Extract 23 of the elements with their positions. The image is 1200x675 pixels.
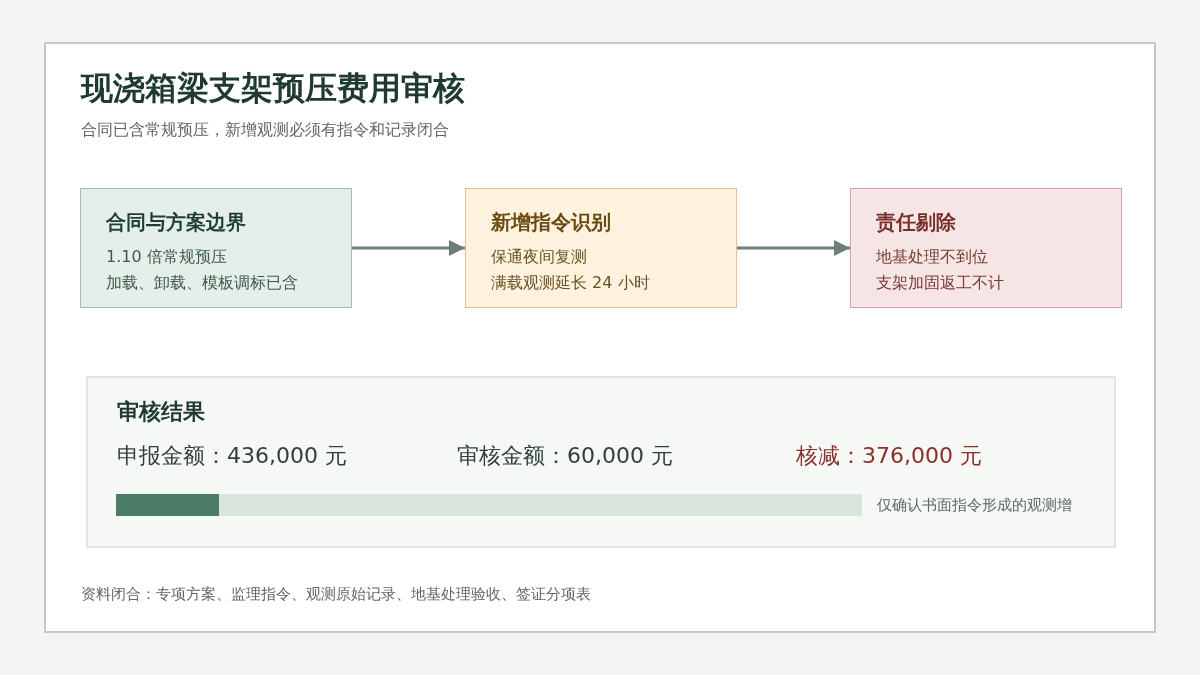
amount-text: 审核金额：60,000 元 [457,442,673,470]
footer-note: 资料闭合：专项方案、监理指令、观测原始记录、地基处理验收、签证分项表 [81,584,591,605]
process-box [850,188,1122,308]
box-heading: 责任剔除 [876,209,956,236]
amount-text: 核减：376,000 元 [796,442,982,470]
arrow [352,239,465,257]
process-box [465,188,737,308]
box-text: 保通夜间复测 [491,246,587,268]
result-panel [86,376,1116,548]
box-text: 地基处理不到位 [876,246,988,268]
box-text: 满载观测延长 24 小时 [491,272,650,294]
box-text: 1.10 倍常规预压 [106,246,227,268]
arrow [737,239,850,257]
box-heading: 合同与方案边界 [106,209,246,236]
box-text: 支架加固返工不计 [876,272,1004,294]
process-box [80,188,352,308]
subtitle: 合同已含常规预压，新增观测必须有指令和记录闭合 [81,119,449,141]
box-text: 加载、卸载、模板调标已含 [106,272,298,294]
box-heading: 新增指令识别 [491,209,611,236]
panel-heading: 审核结果 [117,398,205,426]
note-text: 仅确认书面指令形成的观测增 [877,495,1072,516]
amount-text: 申报金额：436,000 元 [117,442,347,470]
page-title: 现浇箱梁支架预压费用审核 [81,68,465,109]
